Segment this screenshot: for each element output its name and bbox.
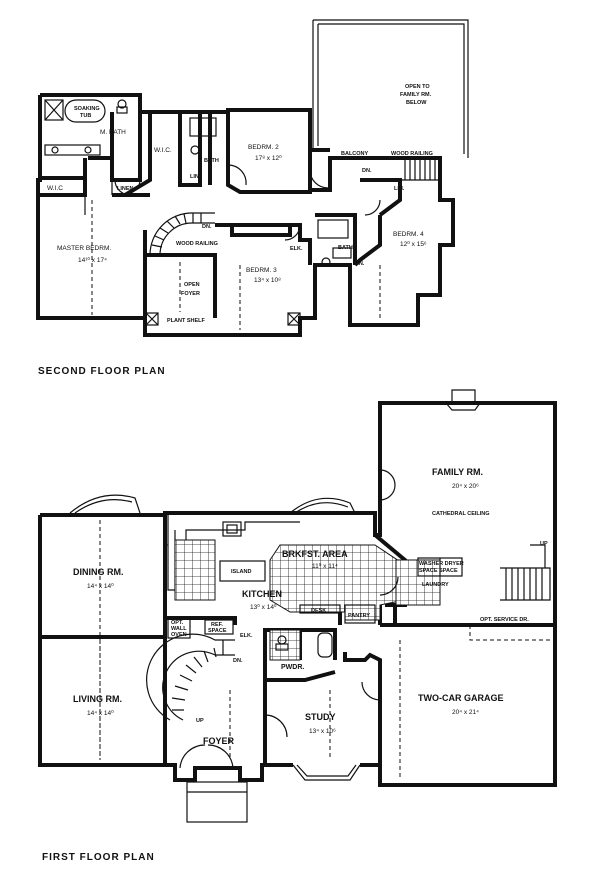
kitchen-dim: 13⁰ x 14⁰	[250, 603, 277, 611]
master-bedrm-label: MASTER BEDRM.	[57, 245, 111, 252]
balcony-label: BALCONY	[341, 151, 369, 157]
elk-first: ELK.	[240, 633, 253, 639]
second-floor-outer-walls	[36, 93, 455, 337]
spiral-stair-upper	[149, 212, 215, 256]
kitchen-label: KITCHEN	[242, 589, 282, 599]
open-foyer-2: FOYER	[181, 291, 200, 297]
first-floor-plan	[38, 389, 557, 823]
bedrm2-dim: 17⁸ x 12⁰	[255, 154, 282, 162]
wic-lower-label: W.I.C	[47, 185, 63, 192]
dining-rm-label: DINING RM.	[73, 567, 124, 577]
kitchen-side-tile	[174, 539, 216, 601]
island-label: ISLAND	[231, 569, 252, 575]
first-floor-outer-walls	[38, 401, 557, 787]
open-to-family-below	[312, 19, 469, 158]
first-floor-title: FIRST FLOOR PLAN	[42, 852, 155, 863]
ref-space-1: REF.	[211, 622, 223, 628]
lin-c-label: LIN.	[354, 261, 365, 267]
brkfst-dim: 11⁰ x 11⁴	[312, 562, 338, 570]
wall-oven-2: WALL	[171, 626, 187, 632]
cathedral-label: CATHEDRAL CEILING	[432, 511, 490, 517]
kitchen-island	[219, 560, 266, 582]
plant-shelf-label: PLANT SHELF	[167, 318, 206, 324]
bedrm3-dim: 13⁴ x 10⁸	[254, 277, 281, 284]
second-floor-plan	[36, 19, 469, 337]
bedrm4-dim: 12⁰ x 15⁶	[400, 240, 427, 248]
m-bath-label: M. BATH	[100, 129, 126, 136]
up-foyer: UP	[196, 718, 204, 724]
laundry-label: LAUNDRY	[422, 582, 449, 588]
master-bedrm-dim: 14¹⁰ x 17⁴	[78, 256, 107, 264]
family-rm-label: FAMILY RM.	[432, 467, 483, 477]
chimney-outline	[445, 389, 481, 411]
family-stair	[500, 567, 551, 601]
dn-top: DN.	[362, 168, 372, 174]
opt-service-label: OPT. SERVICE DR.	[480, 617, 529, 623]
two-car-label: TWO-CAR GARAGE	[418, 693, 504, 703]
dn-first: DN.	[233, 658, 243, 664]
bedrm4-label: BEDRM. 4	[393, 231, 424, 238]
washer-dryer-2: SPACE SPACE	[419, 568, 458, 574]
lin-b-label: LIN.	[394, 186, 405, 192]
open-to-label-3: BELOW	[406, 100, 427, 106]
family-rm-dim: 20⁴ x 20⁶	[452, 483, 479, 490]
brkfst-label: BRKFST. AREA	[282, 549, 348, 559]
ref-space-2: SPACE	[208, 628, 227, 634]
foyer-label: FOYER	[203, 736, 235, 746]
bath-b-label: BATH	[338, 245, 353, 251]
bedrm2-label: BEDRM. 2	[248, 144, 279, 151]
living-rm-dim: 14⁴ x 14⁰	[87, 709, 114, 717]
open-to-label-1: OPEN TO	[405, 84, 430, 90]
linen-label: LINEN	[117, 186, 134, 192]
soaking-tub-label-1: SOAKING	[74, 106, 100, 112]
desk-label: DESK	[311, 608, 326, 614]
dn-mid: DN.	[202, 224, 212, 230]
lin-a-label: LIN.	[190, 174, 201, 180]
open-to-label-2: FAMILY RM.	[400, 92, 432, 98]
wall-oven-3: OVEN	[171, 632, 187, 638]
soaking-tub-label-2: TUB	[80, 113, 91, 119]
second-floor-partitions	[40, 112, 402, 318]
second-floor-title: SECOND FLOOR PLAN	[38, 366, 166, 377]
wood-railing-mid: WOOD RAILING	[176, 241, 218, 247]
up-family: UP	[540, 541, 548, 547]
front-steps	[186, 781, 248, 823]
bedrm3-label: BEDRM. 3	[246, 267, 277, 274]
spiral-stair-first	[146, 633, 235, 721]
garage-dim: 20⁴ x 21⁴	[452, 709, 479, 716]
wic-upper-label: W.I.C.	[154, 147, 172, 154]
wall-oven-1: OPT.	[171, 620, 184, 626]
balcony-stair	[400, 157, 441, 181]
pantry-label: PANTRY	[348, 613, 370, 619]
dining-rm-dim: 14⁴ x 14⁰	[87, 582, 114, 590]
pwdr-label: PWDR.	[281, 664, 304, 671]
study-dim: 13⁴ x 10⁶	[309, 728, 336, 735]
elk-label: ELK.	[290, 246, 303, 252]
washer-dryer-1: WASHER DRYER	[419, 561, 464, 567]
open-foyer-1: OPEN	[184, 282, 200, 288]
wood-railing-top: WOOD RAILING	[391, 151, 433, 157]
living-rm-label: LIVING RM.	[73, 694, 122, 704]
study-label: STUDY	[305, 712, 336, 722]
bath-a-label: BATH	[204, 158, 219, 164]
